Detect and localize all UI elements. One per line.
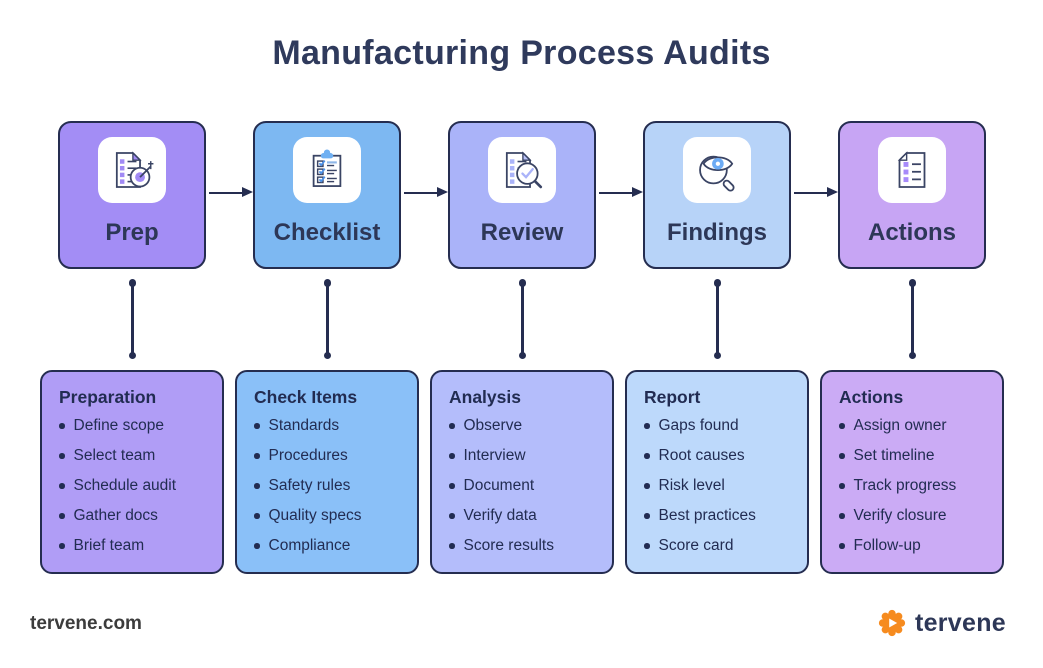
list-item: Best practices bbox=[644, 501, 799, 531]
brand-wordmark: tervene bbox=[914, 608, 1006, 637]
stage-card-actions: Actions bbox=[838, 121, 986, 269]
stage-label: Actions bbox=[867, 219, 956, 246]
arrow-right-icon bbox=[599, 187, 643, 197]
list-item: Score card bbox=[644, 531, 799, 561]
list-item: Compliance bbox=[254, 531, 409, 561]
list-item: Quality specs bbox=[254, 501, 409, 531]
list-item: Risk level bbox=[644, 471, 799, 501]
icon-tile bbox=[98, 137, 166, 203]
detail-card-analysis: Analysis Observe Interview Document Veri… bbox=[430, 370, 614, 574]
list-item: Document bbox=[449, 471, 604, 501]
connector-line bbox=[323, 279, 331, 359]
connector-line bbox=[128, 279, 136, 359]
detail-list: Gaps found Root causes Risk level Best p… bbox=[644, 411, 799, 561]
stage-label: Findings bbox=[667, 219, 767, 246]
icon-tile bbox=[878, 137, 946, 203]
detail-title: Report bbox=[644, 387, 701, 407]
list-item: Select team bbox=[59, 441, 214, 471]
icon-tile bbox=[293, 137, 361, 203]
list-item: Gather docs bbox=[59, 501, 214, 531]
list-item: Follow-up bbox=[839, 531, 994, 561]
list-item: Interview bbox=[449, 441, 604, 471]
list-item: Define scope bbox=[59, 411, 214, 441]
gear-icon bbox=[878, 609, 906, 637]
detail-list: Assign owner Set timeline Track progress… bbox=[839, 411, 994, 561]
document-list-icon bbox=[897, 151, 926, 188]
list-item: Standards bbox=[254, 411, 409, 441]
document-target-icon bbox=[115, 151, 154, 188]
connector-line bbox=[713, 279, 721, 359]
detail-title: Actions bbox=[839, 387, 904, 407]
list-item: Root causes bbox=[644, 441, 799, 471]
detail-card-preparation: Preparation Define scope Select team Sch… bbox=[40, 370, 224, 574]
list-item: Observe bbox=[449, 411, 604, 441]
eye-magnifier-icon bbox=[699, 155, 735, 192]
detail-card-check-items: Check Items Standards Procedures Safety … bbox=[235, 370, 419, 574]
detail-list: Define scope Select team Schedule audit … bbox=[59, 411, 214, 561]
stage-label: Checklist bbox=[273, 219, 381, 246]
detail-title: Analysis bbox=[449, 387, 521, 407]
list-item: Schedule audit bbox=[59, 471, 214, 501]
arrow-right-icon bbox=[404, 187, 448, 197]
list-item: Assign owner bbox=[839, 411, 994, 441]
stage-card-review: Review bbox=[448, 121, 596, 269]
list-item: Track progress bbox=[839, 471, 994, 501]
document-magnifier-check-icon bbox=[505, 151, 543, 189]
list-item: Verify closure bbox=[839, 501, 994, 531]
stage-label: Review bbox=[480, 219, 564, 246]
icon-tile bbox=[683, 137, 751, 203]
list-item: Verify data bbox=[449, 501, 604, 531]
list-item: Gaps found bbox=[644, 411, 799, 441]
stage-card-checklist: Checklist bbox=[253, 121, 401, 269]
clipboard-check-icon bbox=[312, 149, 342, 187]
brand-logo: tervene bbox=[877, 608, 1006, 638]
list-item: Set timeline bbox=[839, 441, 994, 471]
detail-list: Standards Procedures Safety rules Qualit… bbox=[254, 411, 409, 561]
detail-title: Check Items bbox=[254, 387, 358, 407]
list-item: Safety rules bbox=[254, 471, 409, 501]
icon-tile bbox=[488, 137, 556, 203]
list-item: Brief team bbox=[59, 531, 214, 561]
detail-title: Preparation bbox=[59, 387, 157, 407]
stage-card-prep: Prep bbox=[58, 121, 206, 269]
list-item: Procedures bbox=[254, 441, 409, 471]
connector-line bbox=[518, 279, 526, 359]
detail-card-actions: Actions Assign owner Set timeline Track … bbox=[820, 370, 1004, 574]
detail-list: Observe Interview Document Verify data S… bbox=[449, 411, 604, 561]
list-item: Score results bbox=[449, 531, 604, 561]
site-url: tervene.com bbox=[30, 613, 142, 634]
stage-label: Prep bbox=[105, 219, 159, 246]
page-title: Manufacturing Process Audits bbox=[272, 34, 771, 72]
arrow-right-icon bbox=[209, 187, 253, 197]
detail-card-report: Report Gaps found Root causes Risk level… bbox=[625, 370, 809, 574]
arrow-right-icon bbox=[794, 187, 838, 197]
connector-line bbox=[908, 279, 916, 359]
stage-card-findings: Findings bbox=[643, 121, 791, 269]
